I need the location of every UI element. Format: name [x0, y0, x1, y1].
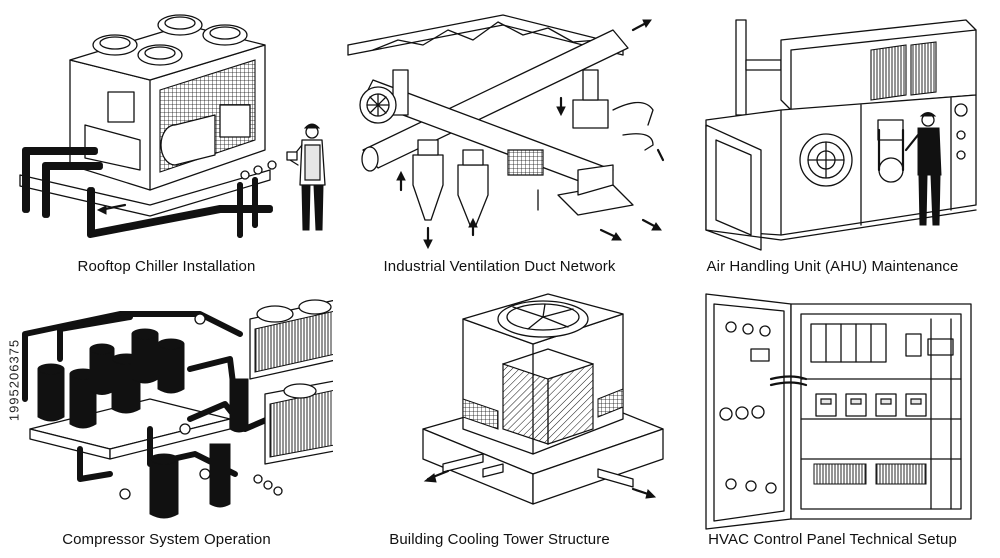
- panel-control-panel: HVAC Control Panel Technical Setup: [666, 279, 999, 558]
- panel-compressor: Compressor System Operation: [0, 279, 333, 558]
- blower-fan-icon: [800, 134, 852, 186]
- panel-ventilation-ducts: Industrial Ventilation Duct Network: [333, 0, 666, 279]
- caption-rooftop-chiller: Rooftop Chiller Installation: [77, 258, 256, 275]
- compressor-system-illustration: [0, 279, 333, 558]
- ventilation-fan-icon: [360, 87, 396, 123]
- side-id-label: 1995206375: [6, 338, 22, 422]
- ventilation-duct-illustration: [333, 0, 666, 279]
- technician-icon: [906, 113, 941, 226]
- panel-rooftop-chiller: Rooftop Chiller Installation: [0, 0, 333, 279]
- caption-ventilation-ducts: Industrial Ventilation Duct Network: [383, 258, 616, 275]
- water-flow-arrows: [425, 471, 655, 498]
- cooling-fan-icon: [498, 301, 588, 337]
- rooftop-chiller-illustration: [0, 0, 333, 279]
- contactor-icon: [816, 394, 926, 416]
- control-panel-illustration: [666, 279, 999, 558]
- side-id-text: 1995206375: [4, 300, 24, 460]
- caption-ahu: Air Handling Unit (AHU) Maintenance: [706, 258, 959, 275]
- panel-ahu: Air Handling Unit (AHU) Maintenance: [666, 0, 999, 279]
- air-handling-unit-illustration: [666, 0, 999, 279]
- cooling-tower-illustration: [333, 279, 666, 558]
- condenser-fan-icon: [93, 15, 247, 65]
- caption-compressor: Compressor System Operation: [62, 531, 271, 548]
- condenser-fan-icon: [250, 299, 333, 464]
- airflow-arrows: [397, 20, 663, 248]
- door-switch-icon: [720, 322, 776, 493]
- technician-icon: [287, 124, 325, 230]
- caption-control-panel: HVAC Control Panel Technical Setup: [708, 531, 957, 548]
- panel-cooling-tower: Building Cooling Tower Structure: [333, 279, 666, 558]
- compressor-icon: [38, 329, 184, 428]
- caption-cooling-tower: Building Cooling Tower Structure: [389, 531, 610, 548]
